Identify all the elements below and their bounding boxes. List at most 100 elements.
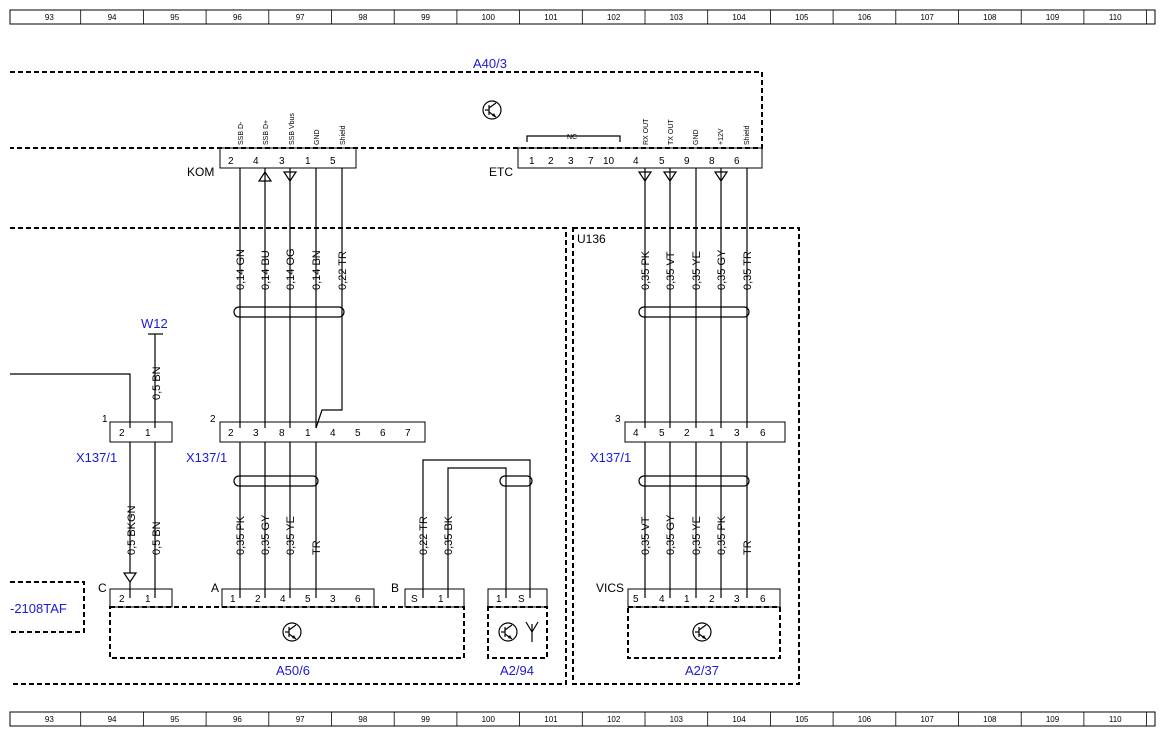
ruler-cell-label: 98 [358, 13, 367, 22]
control-unit-icon [692, 622, 712, 642]
ruler-cell-label: 100 [482, 13, 496, 22]
wire-label: 0,22 TR [337, 251, 349, 290]
connector-number: 1 [102, 414, 108, 425]
pin-label: 1 [145, 594, 151, 605]
connector-x137-1-label: X137/1 [186, 450, 227, 465]
wire-label: 0,35 VT [665, 251, 677, 290]
pin-label: 5 [355, 428, 361, 439]
pin-label: 1 [305, 428, 311, 439]
module-a40-3-label: A40/3 [473, 56, 507, 71]
ruler-cell-label: 105 [795, 715, 809, 724]
pin-label: 2 [255, 594, 261, 605]
pin-label: 6 [355, 594, 361, 605]
ruler-cell-label: 95 [170, 715, 179, 724]
pin-label: 1 [496, 594, 502, 605]
pin-label: 5 [633, 594, 639, 605]
ruler-cell-label: 97 [296, 715, 305, 724]
signal-label: SSB D+ [263, 120, 270, 145]
pin-label: 2 [548, 156, 554, 167]
wire-label: 0,14 BU [260, 250, 272, 290]
wires-etc: 0,35 PK 0,35 VT 0,35 YE 0,35 GY 0,35 TR [638, 168, 754, 428]
pin-label: 5 [659, 156, 665, 167]
control-unit-icon [282, 622, 302, 642]
wire-label: TR [742, 540, 754, 555]
pin-label: 1 [709, 428, 715, 439]
pin-label: 4 [659, 594, 665, 605]
connector-x137-1-c3: 3 4 5 2 1 3 6 X137/1 [590, 414, 786, 465]
pin-label: 8 [709, 156, 715, 167]
pin-label: 4 [633, 156, 639, 167]
pin-label: 6 [380, 428, 386, 439]
pin-label: 4 [253, 156, 259, 167]
module-a2-94: 1 S A2/94 [487, 588, 548, 678]
pin-label: 3 [568, 156, 574, 167]
ruler-cell-label: 95 [170, 13, 179, 22]
lower-wires-b: 0,22 TR 0,35 BK [418, 459, 533, 598]
module-a50-6: C 2 1 A 1 2 4 5 3 6 B S 1 A50/6 [98, 581, 465, 678]
wire-label: 0,35 YE [285, 516, 297, 555]
wire-label: 0,5 BN [151, 366, 163, 400]
pin-label: 10 [603, 156, 615, 167]
ruler-cell-label: 100 [482, 715, 496, 724]
module-2108taf: -2108TAF [10, 581, 85, 633]
ruler-cell-label: 102 [607, 715, 621, 724]
module-2108taf-label: -2108TAF [10, 601, 67, 616]
ruler-cell-label: 106 [858, 13, 872, 22]
pin-label: 1 [684, 594, 690, 605]
w12-label: W12 [141, 316, 168, 331]
pin-label: 1 [305, 156, 311, 167]
ruler-cell-label: 104 [732, 13, 746, 22]
pin-label: 2 [119, 428, 125, 439]
signal-label: RX OUT [643, 118, 650, 145]
pin-label: 2 [228, 156, 234, 167]
wire-label: 0,35 PK [640, 250, 652, 290]
signal-label: GND [693, 129, 700, 145]
wire-label: 0,5 BKGN [126, 505, 138, 555]
pin-label: 6 [760, 594, 766, 605]
wire-label: 0,5 BN [151, 521, 163, 555]
pin-label: S [518, 594, 525, 605]
connector-c-label: C [98, 581, 107, 595]
pin-label: 3 [279, 156, 285, 167]
antenna-icon [525, 621, 539, 642]
pin-label: 1 [438, 594, 444, 605]
lower-wires-right: 0,35 VT 0,35 GY 0,35 YE 0,35 PK TR [638, 442, 754, 598]
pin-label: 2 [684, 428, 690, 439]
signal-label: +12V [718, 128, 725, 145]
ruler-cell-label: 103 [670, 13, 684, 22]
ruler-cell-label: 108 [983, 13, 997, 22]
pin-label: 8 [279, 428, 285, 439]
ruler-cell-label: 96 [233, 715, 242, 724]
pin-label: 5 [305, 594, 311, 605]
connector-etc-label: ETC [489, 165, 513, 179]
connector-number: 2 [210, 414, 216, 425]
ruler-cell-label: 94 [108, 13, 117, 22]
signal-label: Shield [744, 125, 751, 145]
pin-label: 1 [145, 428, 151, 439]
lower-wires-left: 0,5 BKGN 0,5 BN [122, 442, 163, 598]
wire-label: 0,35 VT [640, 516, 652, 555]
wire-label: 0,22 TR [418, 516, 430, 555]
pin-label: 4 [633, 428, 639, 439]
wire-label: 0,35 TR [742, 251, 754, 290]
pin-label: 1 [529, 156, 535, 167]
ruler-cell-label: 106 [858, 715, 872, 724]
connector-vics-label: VICS [596, 581, 624, 595]
nc-label: NC [567, 134, 577, 141]
lower-wires-mid: 0,35 PK 0,35 GY 0,35 YE TR [233, 442, 323, 598]
wire-label: 0,35 PK [716, 515, 728, 555]
control-unit-icon [482, 100, 502, 120]
ruler-cell-label: 99 [421, 13, 430, 22]
ground-symbol [122, 572, 138, 584]
pin-label: 6 [760, 428, 766, 439]
connector-x137-1-label: X137/1 [76, 450, 117, 465]
w12-ground: W12 0,5 BN [10, 316, 168, 428]
connector-x137-1-c2: 2 2 3 8 1 4 5 6 7 X137/1 [186, 414, 426, 465]
ruler-cell-label: 108 [983, 715, 997, 724]
wires-kom: 0,14 GN 0,14 BU 0,14 OG 0,14 BN 0,22 TR [233, 168, 349, 429]
ruler-cell-label: 105 [795, 13, 809, 22]
ruler-cell-label: 93 [45, 715, 54, 724]
connector-x137-1-c1: 1 2 1 X137/1 [76, 414, 173, 465]
signal-label: TX OUT [668, 119, 675, 145]
region-left [10, 227, 567, 685]
